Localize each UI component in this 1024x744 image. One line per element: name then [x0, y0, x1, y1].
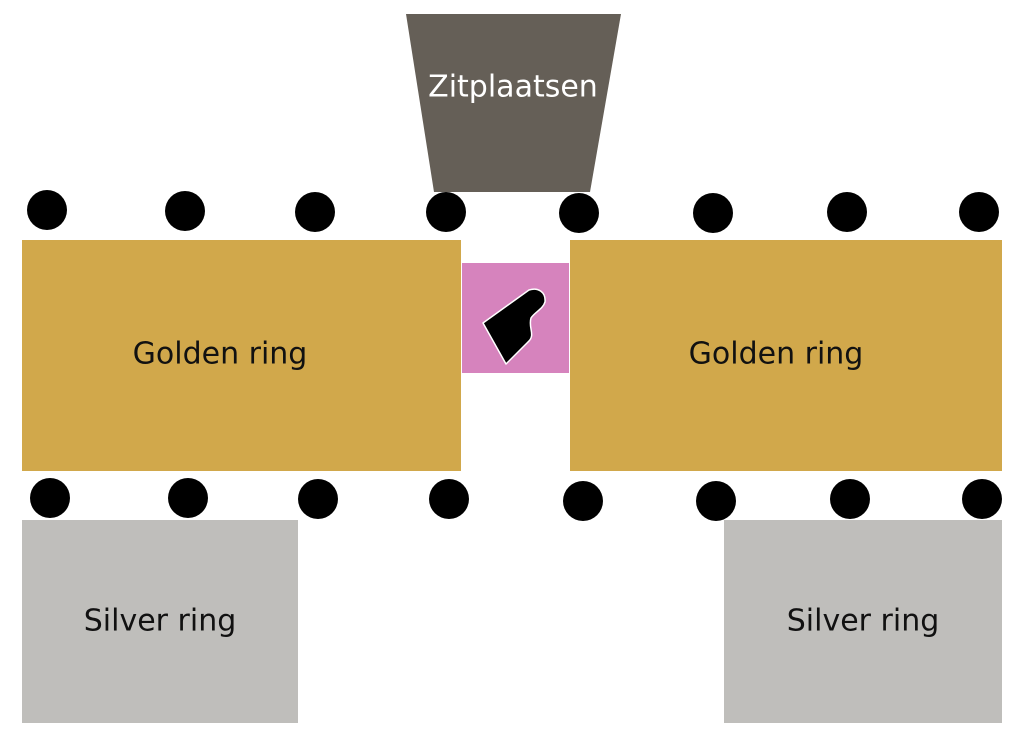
top-marker-row [27, 190, 999, 233]
golden-ring-left-label: Golden ring [133, 337, 308, 372]
seating-area [406, 14, 621, 192]
golden-ring-right-zone: Golden ring [570, 240, 1002, 471]
golden-ring-left-zone: Golden ring [22, 240, 461, 471]
grand-piano-icon [482, 288, 546, 365]
seating-zone: Zitplaatsen [406, 14, 621, 192]
marker-dot [27, 190, 67, 230]
marker-dot [959, 192, 999, 232]
marker-dot [165, 191, 205, 231]
golden-ring-right-label: Golden ring [689, 337, 864, 372]
marker-dot [696, 481, 736, 521]
marker-dot [429, 479, 469, 519]
marker-dot [295, 192, 335, 232]
marker-dot [30, 478, 70, 518]
silver-ring-left-zone: Silver ring [22, 520, 298, 723]
silver-ring-left-area [22, 520, 298, 723]
marker-dot [559, 193, 599, 233]
seating-label: Zitplaatsen [428, 70, 598, 105]
silver-ring-right-zone: Silver ring [724, 520, 1002, 723]
silver-ring-left-label: Silver ring [84, 604, 237, 639]
bottom-marker-row [30, 478, 1002, 521]
marker-dot [426, 192, 466, 232]
marker-dot [168, 478, 208, 518]
marker-dot [693, 193, 733, 233]
marker-dot [563, 481, 603, 521]
marker-dot [827, 192, 867, 232]
marker-dot [298, 479, 338, 519]
stage-zone [462, 263, 569, 373]
marker-dot [830, 479, 870, 519]
golden-ring-right-area [570, 240, 1002, 471]
golden-ring-left-area [22, 240, 461, 471]
silver-ring-right-label: Silver ring [787, 604, 940, 639]
marker-dot [962, 479, 1002, 519]
silver-ring-right-area [724, 520, 1002, 723]
